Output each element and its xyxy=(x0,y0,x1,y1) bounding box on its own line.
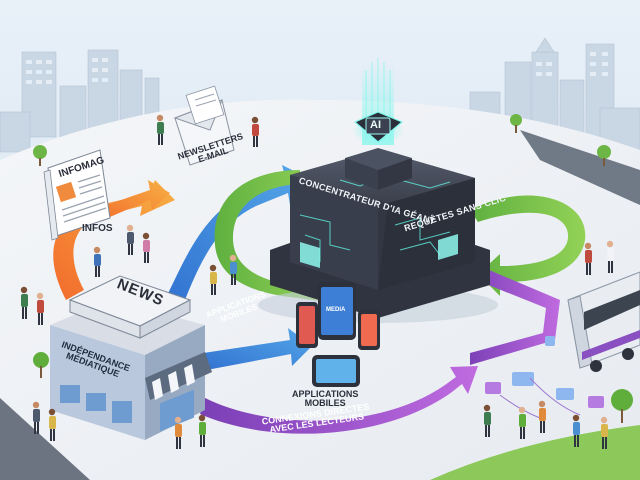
orange-flow-arrow xyxy=(53,180,175,300)
city-windows-left xyxy=(26,58,108,84)
person xyxy=(518,406,526,439)
person xyxy=(126,224,134,255)
person xyxy=(36,292,44,325)
person xyxy=(174,416,182,449)
purple-connexion-arrow xyxy=(200,366,478,434)
person xyxy=(483,404,491,437)
person xyxy=(251,116,259,147)
media-app-label: MEDIA xyxy=(326,307,346,313)
ground-road xyxy=(0,398,90,480)
green-loop-arrow-left xyxy=(214,170,326,302)
purple-readers-path xyxy=(466,262,560,365)
person xyxy=(142,232,150,263)
person xyxy=(198,414,206,447)
infomag-newspaper xyxy=(43,149,111,241)
road-right xyxy=(520,130,640,205)
blue-apps-arrow xyxy=(190,328,312,372)
person xyxy=(32,401,40,434)
bus xyxy=(567,271,640,372)
infos-label: INFOS xyxy=(82,223,113,234)
green-loop-arrow-right xyxy=(470,195,586,296)
person xyxy=(156,114,164,145)
person xyxy=(572,414,580,447)
grass-right xyxy=(430,425,640,480)
city-windows-right xyxy=(536,52,608,76)
ai-badge: AI xyxy=(370,119,381,131)
news-building xyxy=(50,275,212,440)
envelope-icon xyxy=(173,85,235,166)
person xyxy=(584,242,592,275)
chat-bubbles xyxy=(485,336,604,419)
person xyxy=(229,254,237,285)
person xyxy=(20,286,28,319)
apps-label-bottom: APPLICATIONS MOBILES xyxy=(292,389,359,409)
people xyxy=(20,114,614,449)
orange-newsletter-arrow xyxy=(92,180,170,222)
person xyxy=(48,408,56,441)
person xyxy=(606,240,614,273)
person xyxy=(600,416,608,449)
person xyxy=(538,400,546,433)
person xyxy=(209,264,217,295)
person xyxy=(93,246,101,277)
mobile-apps xyxy=(296,282,380,387)
trees xyxy=(33,114,633,423)
